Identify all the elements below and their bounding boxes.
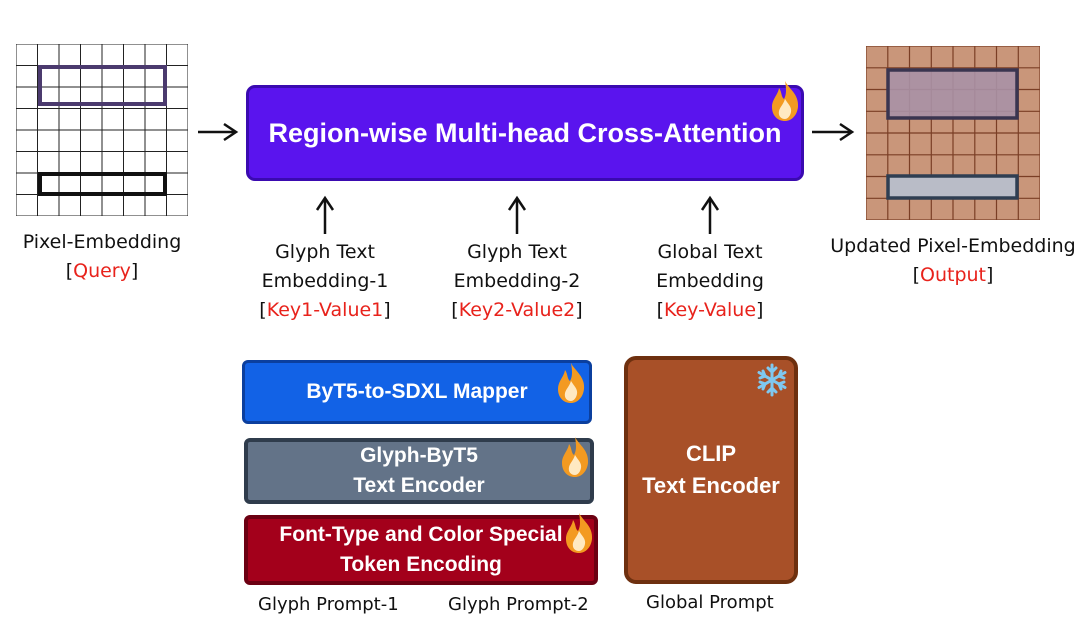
query-to-attention-arrow (198, 122, 239, 142)
updated-embedding-caption: Updated Pixel-Embedding [Output] (828, 232, 1078, 290)
flame-icon (558, 363, 585, 403)
snowflake-icon (757, 363, 787, 397)
updated-pixel-embedding-grid (866, 46, 1040, 220)
global-prompt-label: Global Prompt (646, 592, 774, 613)
cross-attention-block: Region-wise Multi-head Cross-Attention (246, 85, 804, 181)
flame-icon (566, 513, 593, 553)
clip-text-encoder-block: CLIP Text Encoder (624, 356, 798, 584)
query-region-bottom (38, 172, 167, 196)
query-region-top (38, 65, 167, 106)
output-role: [Output] (912, 264, 994, 286)
token-encoding-line2: Token Encoding (340, 553, 502, 576)
clip-encoder-line2: Text Encoder (642, 473, 780, 498)
query-role: [Query] (65, 260, 139, 282)
output-region-top (886, 68, 1019, 120)
pixel-embedding-title: Pixel-Embedding (22, 231, 182, 253)
pixel-embedding-grid (16, 44, 188, 216)
key-value-arrow (700, 195, 720, 234)
glyph-embedding-1-caption: Glyph Text Embedding-1 [Key1-Value1] (259, 241, 391, 321)
attention-to-output-arrow (812, 122, 855, 142)
pixel-embedding-caption: Pixel-Embedding [Query] (10, 228, 194, 286)
glyph-prompt-1-label: Glyph Prompt-1 (258, 594, 399, 615)
glyph-byt5-encoder-block: Glyph-ByT5 Text Encoder (244, 438, 594, 504)
clip-encoder-line1: CLIP (685, 441, 737, 466)
glyph-encoder-line2: Text Encoder (353, 474, 485, 497)
global-embedding-caption: Global Text Embedding [Key-Value] (656, 241, 764, 321)
updated-embedding-title: Updated Pixel-Embedding (830, 235, 1076, 257)
cross-attention-label: Region-wise Multi-head Cross-Attention (268, 117, 782, 148)
glyph-prompt-2-label: Glyph Prompt-2 (448, 594, 589, 615)
glyph-encoder-line1: Glyph-ByT5 (360, 444, 478, 467)
key1-value1-arrow (315, 195, 335, 234)
token-encoding-line1: Font-Type and Color Special (279, 523, 563, 546)
special-token-encoding-block: Font-Type and Color Special Token Encodi… (244, 515, 598, 585)
flame-icon (562, 437, 589, 477)
output-region-bottom (886, 174, 1019, 200)
flame-icon (772, 81, 799, 121)
byt5-sdxl-mapper-block: ByT5-to-SDXL Mapper (242, 360, 592, 424)
key2-value2-arrow (507, 195, 527, 234)
mapper-label: ByT5-to-SDXL Mapper (306, 380, 528, 403)
glyph-embedding-2-caption: Glyph Text Embedding-2 [Key2-Value2] (451, 241, 583, 321)
